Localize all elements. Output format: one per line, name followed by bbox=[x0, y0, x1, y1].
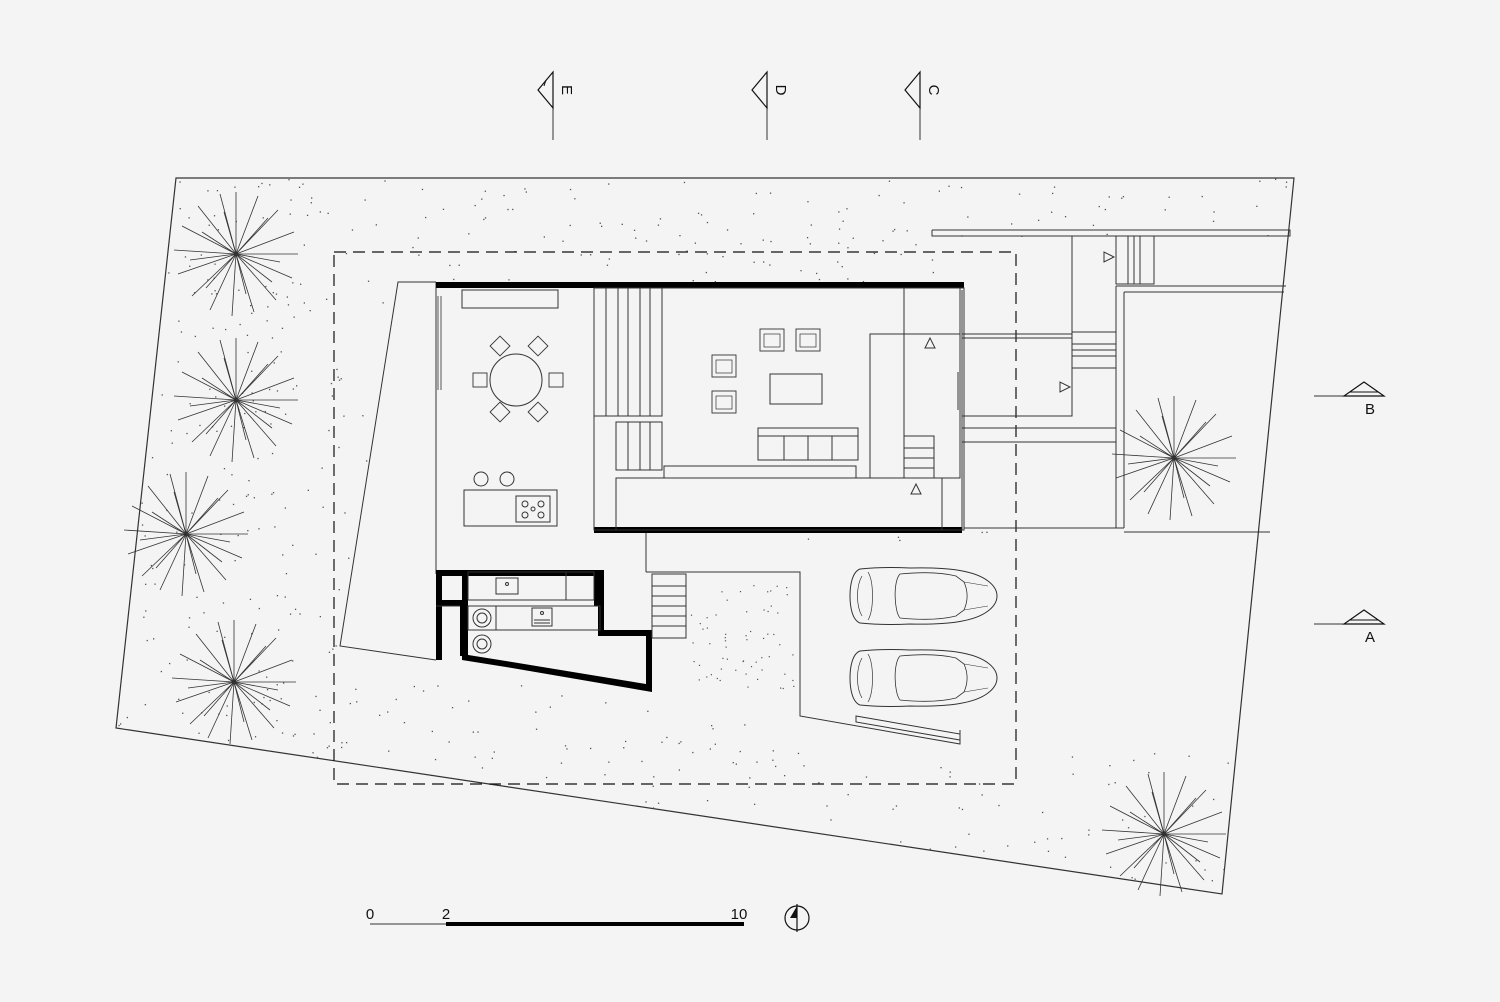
car-icon bbox=[849, 649, 998, 707]
section-marker-c: C bbox=[904, 70, 942, 140]
site-boundary bbox=[115, 177, 1295, 895]
tree-icon bbox=[1111, 395, 1237, 521]
tree-icon bbox=[173, 191, 299, 317]
scale-bar: 0 2 10 bbox=[366, 906, 748, 926]
north-arrow-icon bbox=[784, 904, 810, 932]
level-marker-icon bbox=[910, 251, 1116, 495]
car-icon bbox=[849, 567, 998, 625]
right-terraces bbox=[931, 229, 1291, 533]
service-walls bbox=[436, 570, 652, 692]
armchair-icon bbox=[711, 390, 737, 414]
scale-label: 10 bbox=[731, 906, 748, 923]
living-room bbox=[593, 287, 965, 531]
entrance-steps bbox=[651, 573, 687, 639]
dining-chair-icon bbox=[472, 335, 564, 423]
svg-text:C: C bbox=[925, 85, 942, 96]
gate bbox=[855, 715, 961, 741]
scale-label: 2 bbox=[442, 906, 450, 923]
tree-icon bbox=[123, 471, 249, 597]
scale-label: 0 bbox=[366, 906, 374, 923]
section-marker-e: E bbox=[537, 70, 575, 140]
section-marker-b: B bbox=[1314, 381, 1386, 418]
tree-icon bbox=[1101, 771, 1227, 897]
dining-area bbox=[461, 289, 559, 527]
svg-text:E: E bbox=[558, 85, 575, 95]
tree-icon bbox=[173, 337, 299, 463]
tree-icon bbox=[171, 619, 297, 745]
svg-text:D: D bbox=[772, 85, 789, 96]
glass-door bbox=[437, 296, 442, 390]
kitchen-fixtures bbox=[436, 571, 601, 654]
armchair-icon bbox=[759, 328, 785, 352]
walls bbox=[436, 282, 964, 533]
armchair-icon bbox=[795, 328, 821, 352]
armchair-icon bbox=[711, 354, 737, 378]
svg-text:A: A bbox=[1365, 629, 1375, 646]
svg-text:B: B bbox=[1365, 401, 1375, 418]
section-marker-d: D bbox=[751, 70, 789, 140]
section-marker-a: A bbox=[1314, 609, 1386, 646]
garden-texture bbox=[118, 178, 1288, 882]
setback-line bbox=[333, 251, 1017, 785]
